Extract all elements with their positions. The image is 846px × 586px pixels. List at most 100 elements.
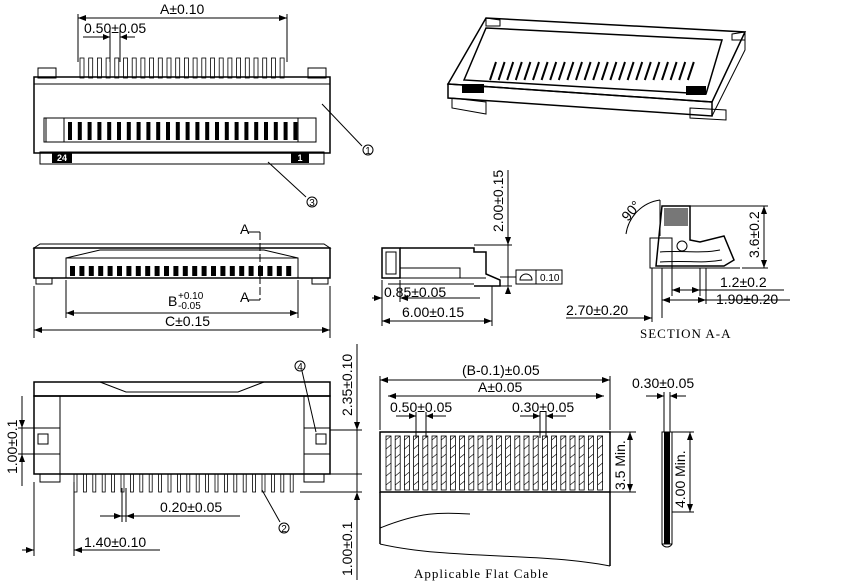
iso-pin [635,61,644,81]
cable-hatch [477,471,484,477]
cable-hatch [597,462,603,468]
cable-hatch [468,462,474,468]
cable-hatch [560,453,566,459]
top-pin [123,57,128,79]
cable-hatch [385,444,392,450]
bottom-pin [233,473,238,493]
cable-hatch [597,435,603,441]
front-pin [98,266,104,276]
cable-hatch [431,435,438,441]
cable-hatch [496,471,502,477]
bottom-pin [101,473,106,493]
cable-hatch [533,471,539,477]
cable-hatch [395,435,401,441]
slot-pin [283,122,288,140]
cable-hatch [533,435,539,441]
cable-hatch [385,471,392,477]
iso-pin [600,61,609,81]
dim-c-015: C±0.15 [165,313,210,329]
cable-hatch [551,453,557,459]
cable-hatch [533,462,539,468]
slot-pin [77,122,82,140]
cable-hatch [477,453,484,459]
cable-hatch [413,444,419,450]
top-pin [218,57,224,79]
cable-hatch [533,444,539,450]
slot-pin [264,122,268,140]
cable-hatch [385,462,392,468]
iso-pin [575,61,583,81]
cable-hatch [441,471,447,477]
dim-b-sup: +0.10 [178,291,204,302]
cable-pitch-050: 0.50±0.05 [390,399,452,415]
cable-hatch [441,435,447,441]
cable-hatch [496,453,502,459]
front-pin [229,266,235,276]
cable-hatch [487,462,493,468]
slot-pin [146,122,151,140]
slot-pin [156,122,161,140]
cable-hatch [450,480,456,486]
bottom-pin [223,473,228,493]
cable-hatch [505,480,511,486]
cable-hatch [385,435,392,441]
iso-pin [506,61,515,81]
front-pin [211,266,216,276]
section-a-a: 90° 3.6±0.2 1.2±0.2 1.90±0.20 2.70±0.20 … [566,197,790,341]
cable-hatch [597,444,603,450]
slot-pin [136,122,141,140]
cable-hatch [514,453,520,459]
slot-pin [215,122,219,140]
cable-hatch [569,435,576,441]
iso-pin [626,61,635,81]
iso-pin [523,61,532,81]
cable-hatch [569,480,576,486]
front-pin [145,266,151,276]
bottom-pin [205,473,210,493]
cable-hatch [487,471,493,477]
cable-hatch [395,444,401,450]
slot-pin [195,122,200,140]
top-pin [79,57,85,79]
iso-pin [583,61,592,81]
cable-hatch [468,444,474,450]
dim-085: 0.85±0.05 [384,284,446,300]
pin-number-24: 24 [57,153,67,163]
cable-hatch [404,462,410,468]
cable-hatch [505,453,511,459]
front-view: A A B +0.10 -0.05 C±0.15 [32,221,332,338]
cable-hatch [413,480,419,486]
bottom-pin [186,473,191,493]
cable-hatch [404,444,410,450]
angle-90: 90° [618,197,644,224]
front-pin [117,266,122,276]
front-pin [173,266,179,276]
callout-4: 4 [297,362,303,373]
front-pin [286,266,292,276]
iso-pin [686,61,695,81]
cable-hatch [496,444,502,450]
slot-pin [126,122,131,140]
cable-hatch [477,444,484,450]
cable-hatch [514,480,520,486]
cable-hatch [459,462,465,468]
cable-caption: Applicable Flat Cable [414,566,549,581]
cable-hatch [395,471,401,477]
cable-hatch [560,480,566,486]
cable-hatch [431,462,438,468]
cable-hatch [560,462,566,468]
cable-hatch [523,453,530,459]
cable-hatch [523,444,530,450]
dim-190: 1.90±0.20 [716,291,778,307]
cable-hatch [441,444,447,450]
slot-pin [224,122,229,140]
bottom-pin [242,473,247,493]
cable-hatch [477,480,484,486]
cable-hatch [385,453,392,459]
side-view: 2.00±0.15 0.10 0.85±0.05 6.00±0.15 [372,170,563,326]
front-pin [182,266,188,276]
top-pin [105,57,111,79]
dim-h-100a: 1.00±0.1 [4,419,20,474]
cable-hatch [597,480,603,486]
